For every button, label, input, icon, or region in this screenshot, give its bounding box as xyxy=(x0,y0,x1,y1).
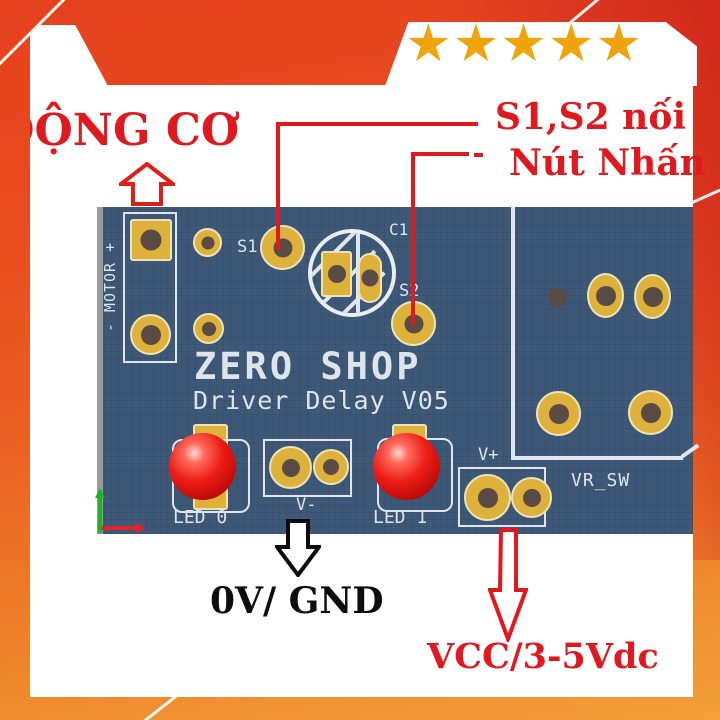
pcb-edge xyxy=(97,207,103,534)
vminus-label: V- xyxy=(296,495,317,515)
card-tab xyxy=(30,25,108,86)
axis-x-arrow xyxy=(102,526,136,530)
vplus-pad2 xyxy=(511,477,552,518)
pcb-board: - MOTOR + S1 C1 S2 ZERO SHOP Driver Dela… xyxy=(95,207,700,534)
callout-line2-dash xyxy=(474,153,483,157)
vrsw-round-pad2 xyxy=(628,390,673,435)
axis-y-arrow xyxy=(98,495,102,533)
up-arrow-icon xyxy=(119,162,175,206)
callout-line2-horizontal xyxy=(412,152,469,156)
vplus-pad1 xyxy=(464,474,511,521)
pcb-model: Driver Delay V05 xyxy=(193,386,450,415)
pcb-brand: ZERO SHOP xyxy=(194,345,422,388)
led1-label: LED 1 xyxy=(373,507,428,528)
vrsw-oval-pad1 xyxy=(587,273,624,318)
motor-pad-plus xyxy=(130,219,172,261)
led0-dome xyxy=(169,433,236,500)
rating-band: ★★★★★ xyxy=(385,22,697,86)
motor-callout-label: ĐỘNG CƠ xyxy=(30,105,240,156)
vrsw-oval-pad2 xyxy=(634,274,671,319)
axis-x-head xyxy=(136,523,146,533)
small-pad-top xyxy=(193,228,222,257)
motor-silkscreen-label: - MOTOR + xyxy=(101,241,119,333)
vplus-label: V+ xyxy=(478,445,499,465)
buttons-callout-line1: S1,S2 nối xyxy=(495,96,687,138)
vrsw-border-bottom xyxy=(511,456,683,460)
vminus-pad1 xyxy=(269,446,312,489)
s2-label: S2 xyxy=(399,281,420,301)
rating-stars: ★★★★★ xyxy=(405,14,644,74)
motor-connector-outline xyxy=(123,212,177,363)
vrsw-round-pad1 xyxy=(536,391,581,436)
c1-label: C1 xyxy=(389,220,409,239)
vminus-pad2 xyxy=(313,449,349,485)
transistor-pad-square xyxy=(321,251,352,297)
buttons-callout: S1,S2 nối Nút Nhấn xyxy=(495,94,706,186)
callout-line1-horizontal xyxy=(277,122,478,126)
led0-label: LED 0 xyxy=(173,507,228,528)
vcc-callout-label: VCC/3-5Vdc xyxy=(427,636,659,677)
motor-pad-minus xyxy=(130,314,171,355)
vrsw-border-left xyxy=(511,207,515,459)
vrsw-label: VR_SW xyxy=(571,470,631,491)
transistor-pad-oval xyxy=(358,253,382,303)
vminus-connector-outline xyxy=(263,439,352,497)
down-arrow-black-icon xyxy=(275,519,321,577)
axis-y-head xyxy=(95,488,105,498)
buttons-callout-line2: Nút Nhấn xyxy=(509,142,706,184)
callout-line2-vertical xyxy=(411,152,415,325)
led1-dome xyxy=(373,433,440,500)
gnd-callout-label: 0V/ GND xyxy=(210,580,384,622)
small-pad-bottom xyxy=(193,313,224,344)
callout-line1-vertical xyxy=(276,122,280,250)
vrsw-hole xyxy=(548,288,567,307)
s1-label: S1 xyxy=(237,237,258,257)
s1-pad xyxy=(260,225,305,270)
down-arrow-red-icon xyxy=(488,528,528,642)
